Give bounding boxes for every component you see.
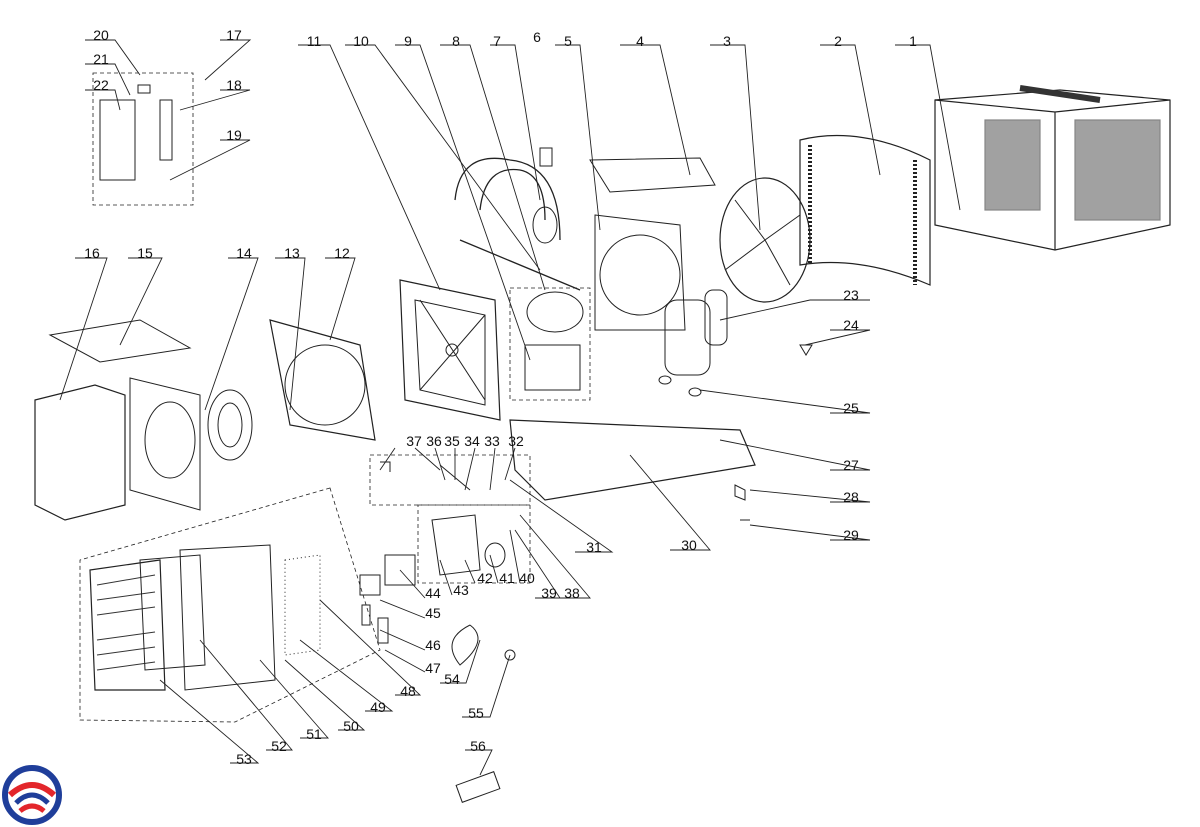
callout-18: 18 xyxy=(226,77,242,93)
callout-13: 13 xyxy=(284,245,300,261)
callout-25: 25 xyxy=(843,400,859,416)
callout-32: 32 xyxy=(508,433,524,449)
callout-46: 46 xyxy=(425,637,441,653)
callout-3: 3 xyxy=(723,33,731,49)
callout-11: 11 xyxy=(306,33,322,49)
callout-36: 36 xyxy=(426,433,442,449)
callout-20: 20 xyxy=(93,27,109,43)
callout-52: 52 xyxy=(271,738,287,754)
leader-lines xyxy=(59,39,961,776)
callout-39: 39 xyxy=(541,585,557,601)
callout-56: 56 xyxy=(470,738,486,754)
callout-6: 6 xyxy=(533,29,541,45)
callout-14: 14 xyxy=(236,245,252,261)
callout-45: 45 xyxy=(425,605,441,621)
callout-48: 48 xyxy=(400,683,416,699)
brand-logo-icon xyxy=(2,765,62,825)
callout-44: 44 xyxy=(425,585,441,601)
callout-27: 27 xyxy=(843,457,859,473)
callout-24: 24 xyxy=(843,317,859,333)
callout-40: 40 xyxy=(519,570,535,586)
callout-49: 49 xyxy=(370,699,386,715)
callout-19: 19 xyxy=(226,127,242,143)
callout-21: 21 xyxy=(93,51,109,67)
callout-2: 2 xyxy=(834,33,842,49)
callout-53: 53 xyxy=(236,751,252,767)
callout-9: 9 xyxy=(404,33,412,49)
callout-23: 23 xyxy=(843,287,859,303)
callout-1: 1 xyxy=(909,33,917,49)
callout-30: 30 xyxy=(681,537,697,553)
callout-17: 17 xyxy=(226,27,242,43)
callout-35: 35 xyxy=(444,433,460,449)
callout-16: 16 xyxy=(84,245,100,261)
callout-7: 7 xyxy=(493,33,501,49)
callout-10: 10 xyxy=(353,33,369,49)
callout-55: 55 xyxy=(468,705,484,721)
callout-47: 47 xyxy=(425,660,441,676)
callout-50: 50 xyxy=(343,718,359,734)
callout-51: 51 xyxy=(306,726,322,742)
callout-4: 4 xyxy=(636,33,644,49)
callout-31: 31 xyxy=(586,539,602,555)
callout-8: 8 xyxy=(452,33,460,49)
callout-42: 42 xyxy=(477,570,493,586)
callout-12: 12 xyxy=(334,245,350,261)
callout-15: 15 xyxy=(137,245,153,261)
callout-38: 38 xyxy=(564,585,580,601)
callout-33: 33 xyxy=(484,433,500,449)
callout-5: 5 xyxy=(564,33,572,49)
part-cabinet xyxy=(934,85,1171,251)
callout-22: 22 xyxy=(93,77,109,93)
callout-28: 28 xyxy=(843,489,859,505)
callout-29: 29 xyxy=(843,527,859,543)
callout-34: 34 xyxy=(464,433,480,449)
callout-41: 41 xyxy=(499,570,515,586)
callout-43: 43 xyxy=(453,582,469,598)
callout-54: 54 xyxy=(444,671,460,687)
callout-37: 37 xyxy=(406,433,422,449)
